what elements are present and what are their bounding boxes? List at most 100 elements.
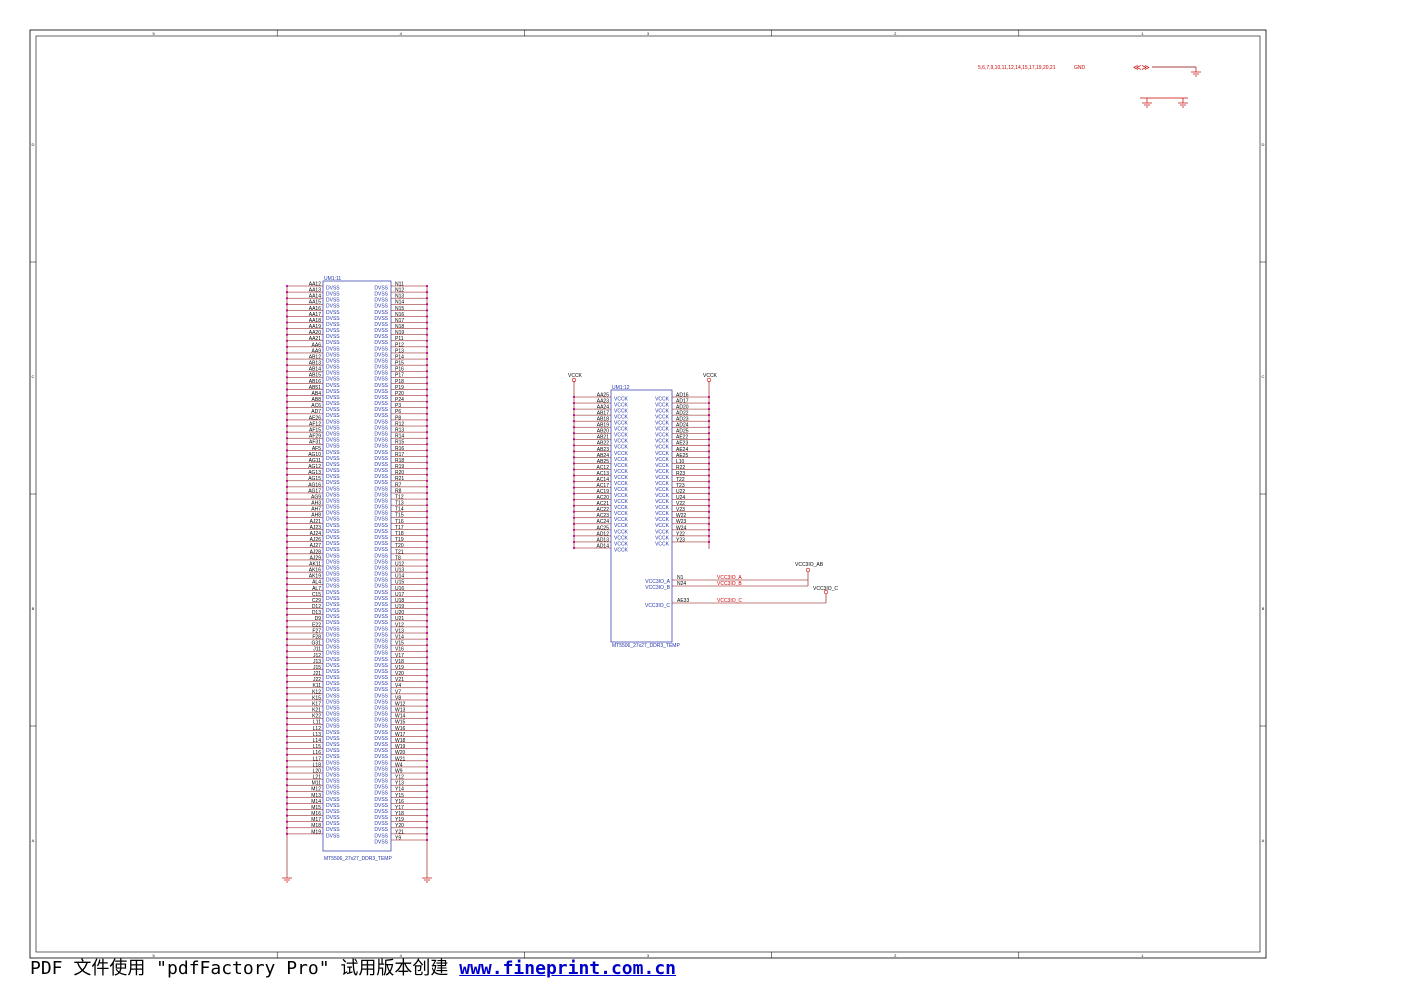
pin-name: VCCK [655,481,670,487]
pin-number: V7 [395,689,401,695]
pin-number: L10 [676,459,685,465]
pin-name: DVSS [326,608,340,614]
io-a-pin-number: N1 [677,575,684,581]
pin-number: M15 [311,805,321,811]
pin-name: DVSS [374,772,388,778]
pin-name: DVSS [326,352,340,358]
pin-number: V19 [395,665,404,671]
pin-name: DVSS [326,699,340,705]
pin-name: VCCK [614,408,629,414]
pin-number: N18 [395,324,404,330]
pin-name: DVSS [374,358,388,364]
pin-number: AA23 [597,398,609,404]
pin-name: DVSS [374,389,388,395]
pin-name: DVSS [374,377,388,383]
footer-text: PDF 文件使用 "pdfFactory Pro" 试用版本创建 [30,958,460,979]
pin-number: W24 [676,525,687,531]
pin-name: DVSS [326,565,340,571]
pin-name: DVSS [374,693,388,699]
pin-name: DVSS [326,718,340,724]
pin-number: AH7 [311,507,321,513]
pin-number: AC20 [596,495,609,501]
pin-number: P3 [395,403,401,409]
pin-number: AA15 [309,300,321,306]
frame-row-label: A [32,838,35,843]
pin-name: DVSS [326,474,340,480]
pin-number: T18 [395,531,404,537]
pin-number: J22 [313,677,321,683]
pin-number: AC25 [596,525,609,531]
pin-name: DVSS [374,565,388,571]
pin-name: DVSS [326,748,340,754]
u2-body [610,389,673,643]
pin-name: VCCK [614,475,629,481]
u2-pin-list: AA25VCCKAA23VCCKAA24VCCKAB17VCCKAB18VCCK… [572,392,711,553]
footer-link[interactable]: www.fineprint.com.cn [459,958,676,979]
pin-name: DVSS [374,474,388,480]
pin-number: AC24 [596,519,609,525]
pin-name: DVSS [374,505,388,511]
pin-name: DVSS [374,578,388,584]
vcck-left-power-port: VCCK [568,373,583,383]
pin-number: M19 [311,829,321,835]
ground-net-label: GND [1074,65,1086,71]
pin-number: L18 [313,762,322,768]
pin-name: DVSS [374,444,388,450]
pin-name: DVSS [374,285,388,291]
pin-name: DVSS [374,645,388,651]
pin-name: DVSS [374,492,388,498]
pin-number: AC6 [311,403,321,409]
pin-name: DVSS [374,529,388,535]
pin-number: AG13 [308,470,321,476]
pin-number: U24 [676,495,685,501]
pin-number: AG16 [308,482,321,488]
pin-name: DVSS [326,304,340,310]
pin-name: DVSS [326,578,340,584]
pin-name: DVSS [374,675,388,681]
pin-number: U19 [395,604,404,610]
pin-name: DVSS [374,328,388,334]
pin-number: Y19 [395,817,404,823]
pin-number: AG9 [311,494,321,500]
pin-name: VCCK [655,487,670,493]
pin-name: VCCK [614,469,629,475]
pin-number: J12 [313,653,321,659]
pin-name: DVSS [326,371,340,377]
pin-name: DVSS [374,468,388,474]
pin-name: DVSS [374,304,388,310]
pin-name: VCCK [614,487,629,493]
pin-number: P20 [395,391,404,397]
pin-name: DVSS [374,553,388,559]
pin-number: AE25 [676,453,688,459]
pin-name: VCCK [655,451,670,457]
pin-name: DVSS [326,803,340,809]
pin-name: DVSS [374,572,388,578]
pin-number: AB18 [597,417,609,423]
pin-number: F27 [312,628,321,634]
pin-number: AG15 [308,476,321,482]
pin-number: F28 [312,634,321,640]
pin-name: DVSS [326,346,340,352]
pin-name: DVSS [326,736,340,742]
pin-number: L15 [313,744,322,750]
pin-number: Y12 [395,775,404,781]
pin-name: DVSS [326,785,340,791]
pin-name: DVSS [326,742,340,748]
pin-number: AC19 [596,489,609,495]
pin-number: AL7 [312,586,321,592]
pin-number: M18 [311,823,321,829]
pin-name: DVSS [374,395,388,401]
pin-number: C15 [312,592,321,598]
pin-number: U21 [395,616,404,622]
